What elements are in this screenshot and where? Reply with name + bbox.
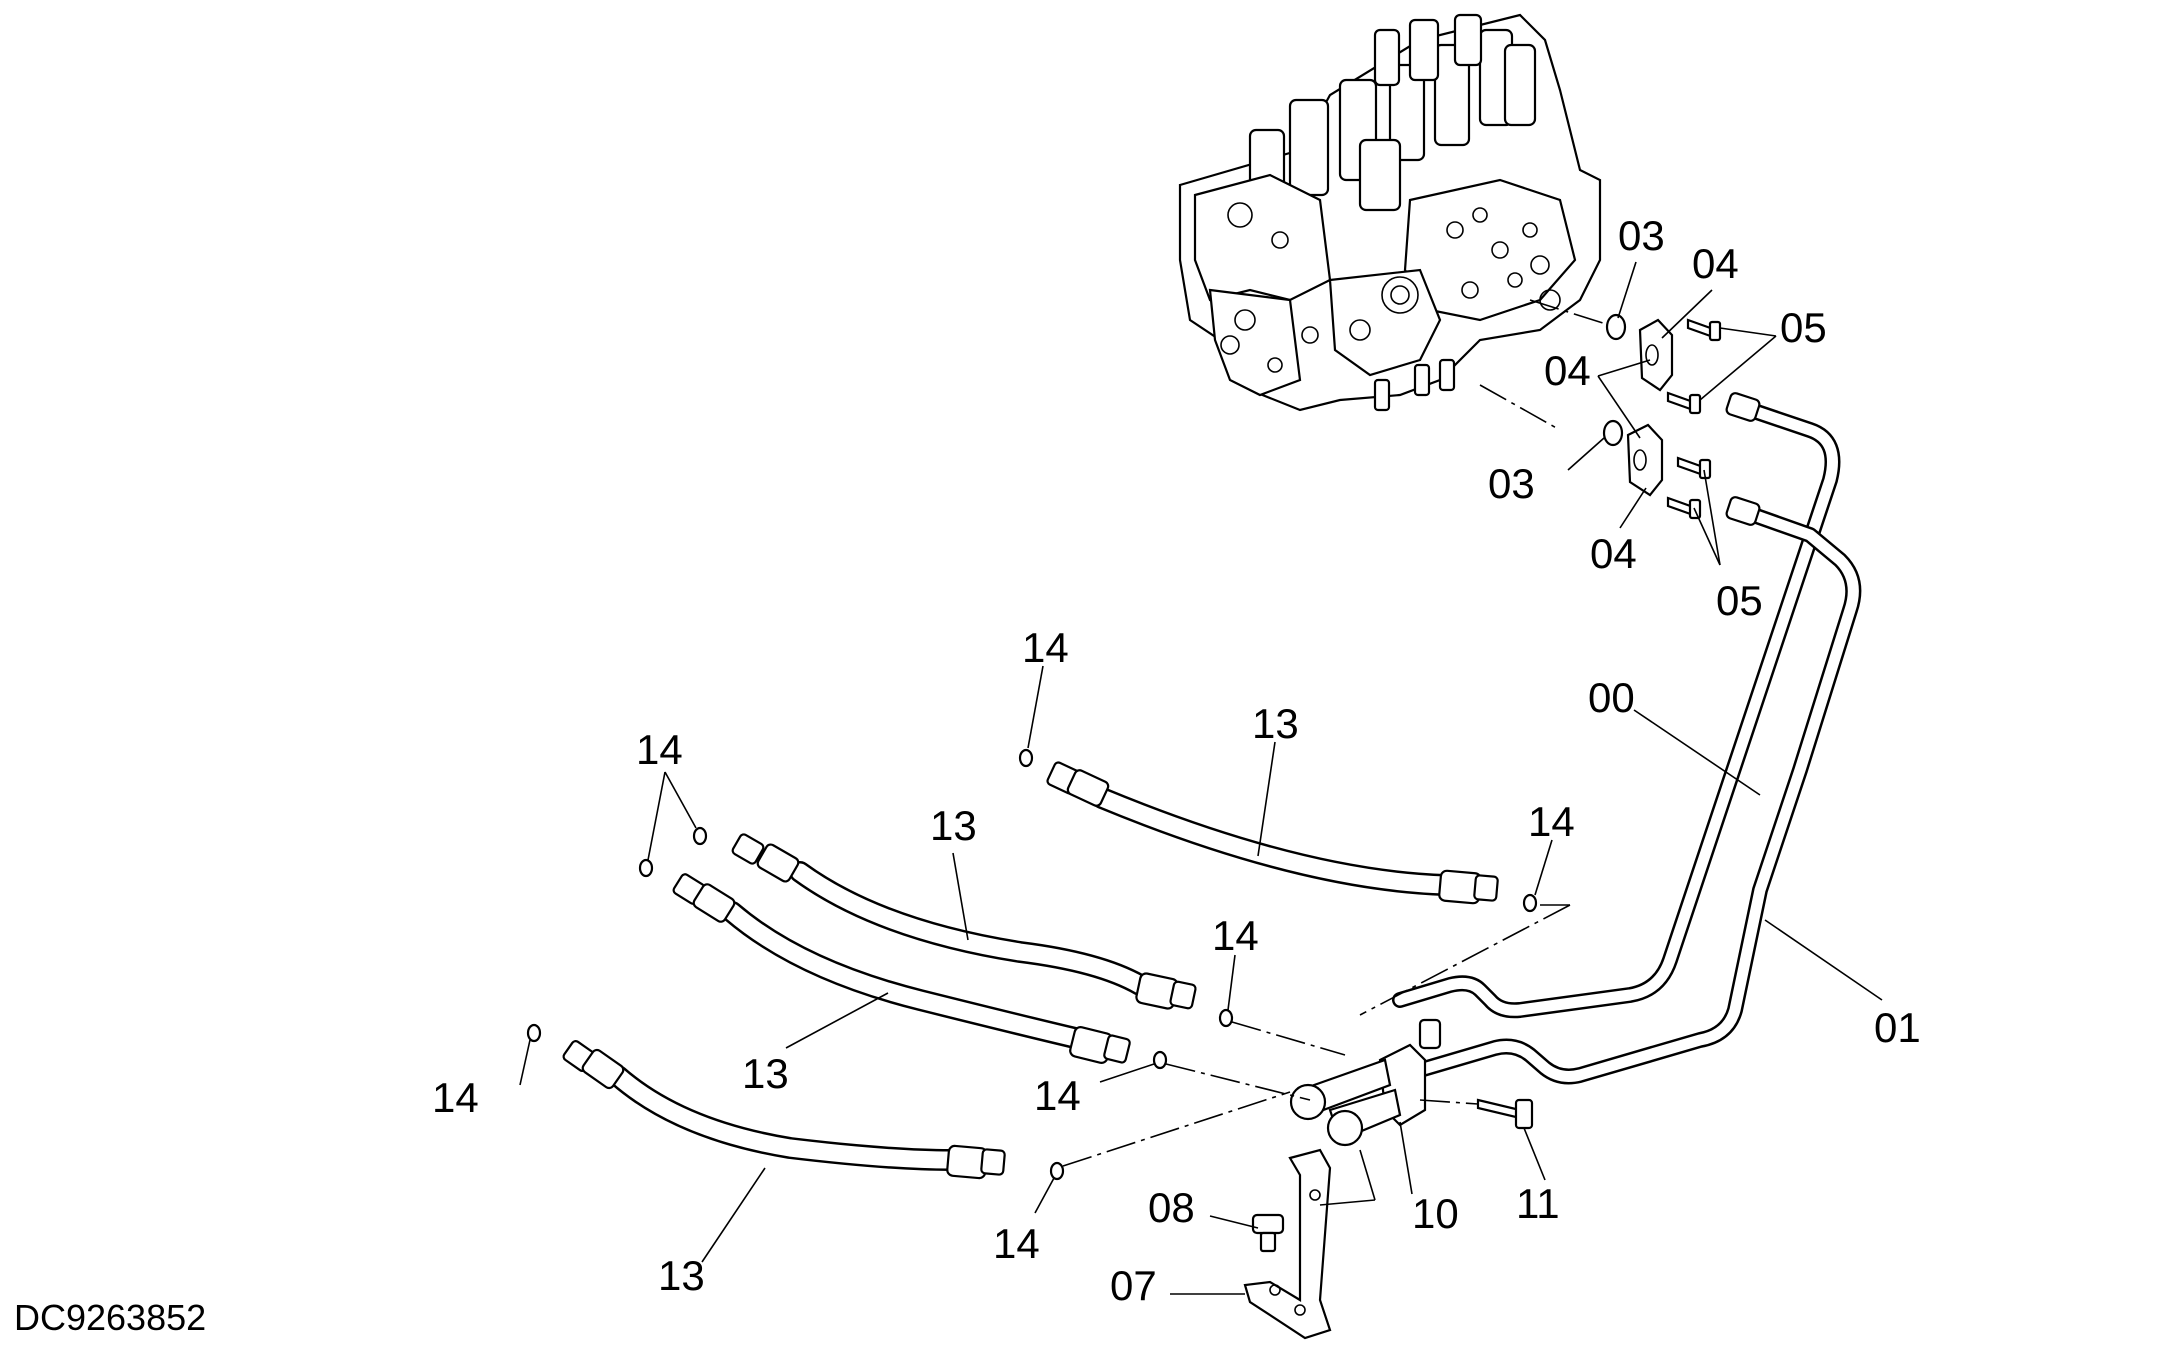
centerline	[1165, 1063, 1311, 1101]
o-ring-03-lower	[1602, 419, 1624, 447]
centerline	[1479, 384, 1561, 431]
callout-04-bottom: 04	[1590, 530, 1637, 577]
callout-13-upper-left: 13	[930, 802, 977, 849]
callout-14-right: 14	[1528, 798, 1575, 845]
callout-13-lower-left: 13	[742, 1050, 789, 1097]
drawing-code: DC9263852	[14, 1297, 206, 1338]
callout-labels: 03 03 04 04 04 05 05 00 01 14 13 14 14 1…	[432, 212, 1921, 1309]
centerline	[1231, 1021, 1346, 1056]
callout-14-bottom: 14	[993, 1220, 1040, 1267]
callout-14-center: 14	[1212, 912, 1259, 959]
callout-14-center-lower: 14	[1034, 1072, 1081, 1119]
centerline	[1062, 1091, 1291, 1167]
junction-block-10	[1289, 1018, 1442, 1147]
callout-00: 00	[1588, 674, 1635, 721]
bracket-07	[1243, 1148, 1332, 1340]
callout-14-top: 14	[1022, 624, 1069, 671]
callout-14-left: 14	[432, 1074, 479, 1121]
bolt-11	[1476, 1098, 1534, 1130]
pipe-01	[1412, 496, 1862, 1085]
hose-13-bottom	[562, 1040, 1006, 1180]
callout-03-upper: 03	[1618, 212, 1665, 259]
pipe-00	[1392, 392, 1841, 1019]
bolts-05	[1666, 318, 1722, 520]
callout-04-top: 04	[1692, 240, 1739, 287]
callout-04-middle: 04	[1544, 347, 1591, 394]
callout-14-upper-left: 14	[636, 726, 683, 773]
callout-01: 01	[1874, 1004, 1921, 1051]
callout-10: 10	[1412, 1190, 1459, 1237]
callout-07: 07	[1110, 1262, 1157, 1309]
control-valve-assembly	[1178, 13, 1602, 412]
centerline	[1419, 1099, 1479, 1105]
o-rings-14	[526, 748, 1538, 1181]
callout-13-bottom: 13	[658, 1252, 705, 1299]
o-ring-03-upper	[1605, 313, 1627, 341]
callout-08: 08	[1148, 1184, 1195, 1231]
leader-lines	[519, 261, 1883, 1295]
split-flange-04-lower	[1626, 423, 1664, 497]
hose-13-top	[1046, 761, 1499, 905]
callout-11: 11	[1516, 1180, 1560, 1227]
callout-05-upper: 05	[1780, 304, 1827, 351]
split-flange-04-upper	[1638, 318, 1674, 392]
bolt-08	[1251, 1213, 1285, 1253]
centerline	[1359, 904, 1571, 1016]
callout-13-top: 13	[1252, 700, 1299, 747]
hose-13-upper-left	[731, 833, 1197, 1010]
hose-13-lower-left	[672, 873, 1131, 1064]
callout-03-lower: 03	[1488, 460, 1535, 507]
callout-05-lower: 05	[1716, 577, 1763, 624]
